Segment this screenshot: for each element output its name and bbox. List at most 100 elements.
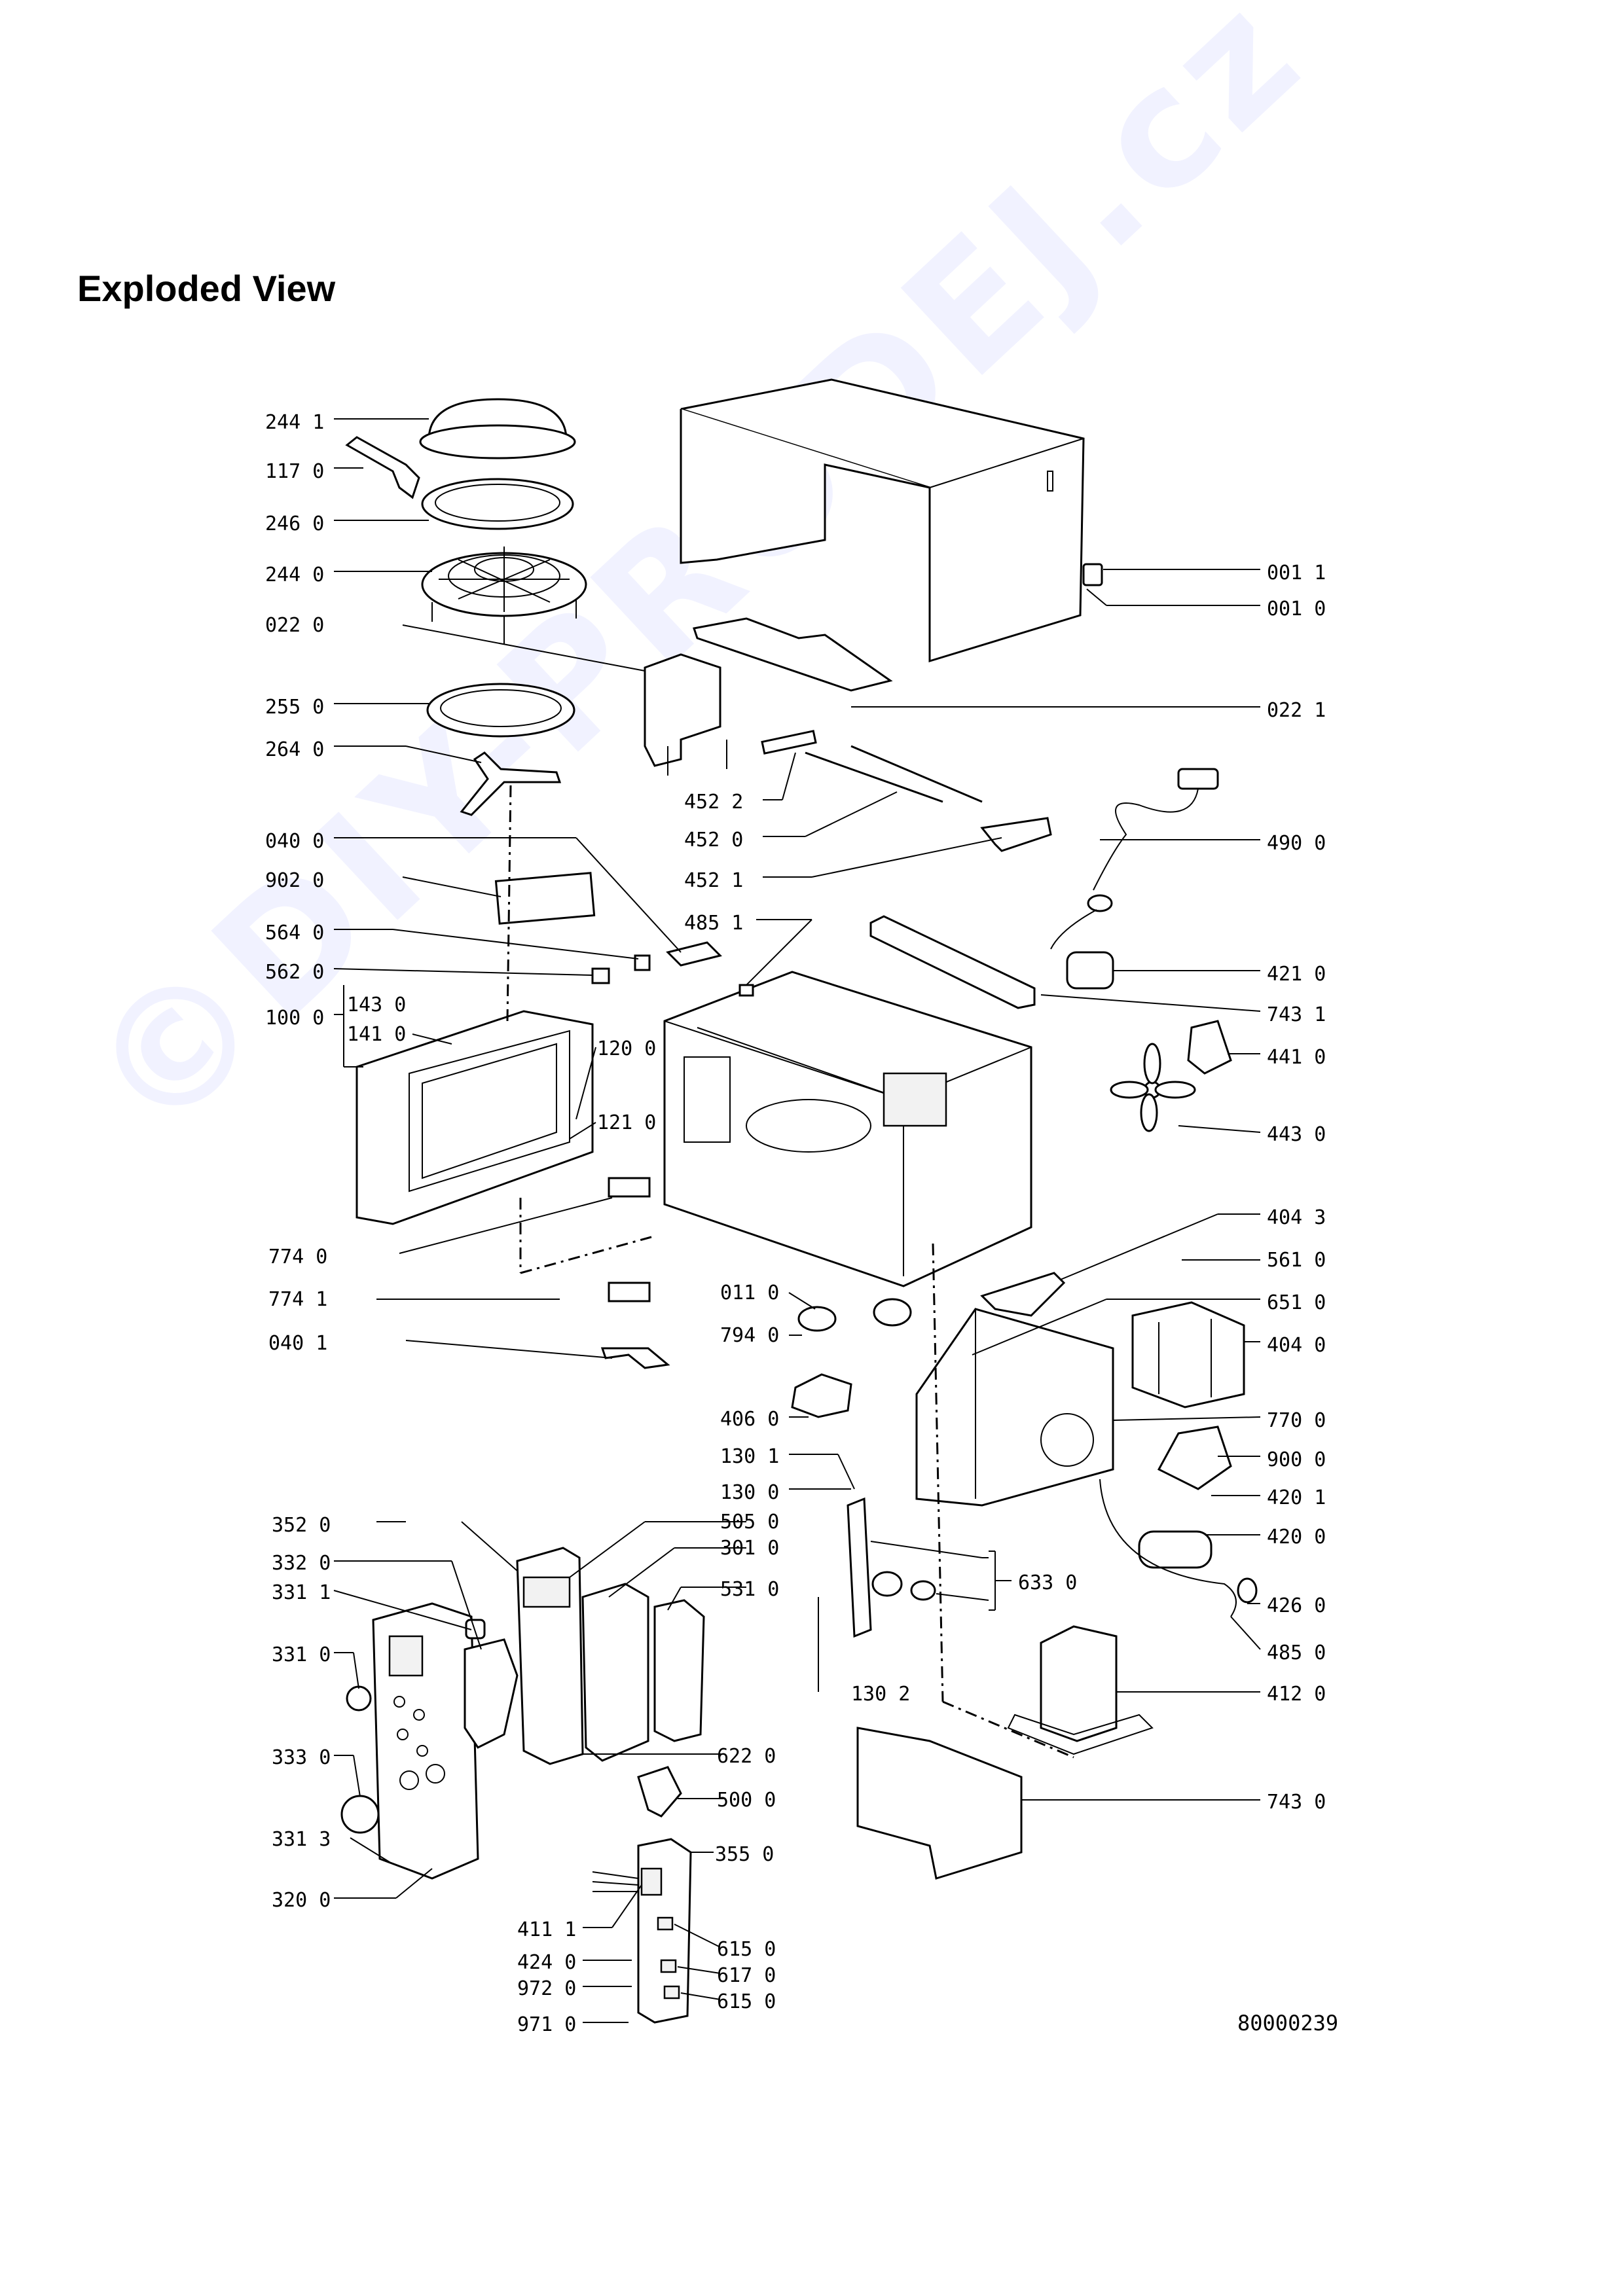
part-label: 333 0 [272,1746,331,1769]
part-fuse [1237,1577,1258,1604]
part-pcb-355 [592,1838,692,2024]
part-label: 355 0 [715,1843,774,1866]
part-bracket-900 [1157,1426,1232,1490]
part-drawings [340,378,1258,2024]
part-plate [421,478,574,530]
part-label: 561 0 [1267,1249,1326,1272]
part-label: 774 0 [268,1246,327,1268]
part-label: 490 0 [1267,832,1326,855]
part-shield-plate [494,872,596,925]
part-label: 426 0 [1267,1594,1326,1617]
part-label: 130 0 [720,1481,779,1504]
part-label: 743 1 [1267,1003,1326,1026]
part-hv-transformer [1007,1625,1154,1755]
part-power-cord [1050,768,1219,950]
part-knob-333-0 [340,1795,380,1834]
part-switch-562 [591,967,610,984]
part-label: 001 0 [1267,598,1326,620]
part-label: 130 1 [720,1445,779,1468]
part-bracket-301 [581,1583,649,1762]
part-label: 255 0 [265,696,324,719]
part-label: 622 0 [717,1745,776,1768]
part-roller [873,1298,912,1327]
part-switch-564 [634,954,651,971]
part-label: 331 1 [272,1581,331,1604]
part-label: 130 2 [851,1683,910,1706]
part-label: 971 0 [517,2013,576,2036]
part-control-panel [372,1602,479,1880]
part-membrane [637,1766,682,1818]
part-label: 404 0 [1267,1334,1326,1357]
part-cover-plate [644,617,893,776]
part-label: 615 0 [717,1990,776,2013]
part-label: 331 0 [272,1643,331,1666]
part-label: 424 0 [517,1951,576,1974]
part-label: 633 0 [1018,1571,1077,1594]
part-label: 264 0 [265,738,324,761]
part-label: 117 0 [265,460,324,483]
part-label: 770 0 [1267,1409,1326,1432]
part-bracket-404-3 [980,1272,1066,1317]
part-interlock-plate [847,1497,872,1638]
part-label: 420 0 [1267,1526,1326,1549]
part-door [356,1010,594,1225]
part-waveguide-bar [869,915,1036,1009]
part-label: 743 0 [1267,1791,1326,1814]
part-label: 485 1 [684,912,743,935]
part-label: 244 0 [265,564,324,586]
part-label: 972 0 [517,1977,576,2000]
part-transformer [1131,1301,1245,1408]
part-roller-support [460,751,562,816]
part-label: 485 0 [1267,1641,1326,1664]
part-label: 404 3 [1267,1206,1326,1229]
part-label: 246 0 [265,512,324,535]
part-diode-wire [1099,1479,1237,1617]
part-label: 244 1 [265,411,324,434]
part-motor [1066,951,1114,990]
part-capacitor [1138,1530,1213,1569]
part-label: 420 1 [1267,1486,1326,1509]
centerlines [506,785,1074,1759]
part-pcb-531 [653,1599,705,1742]
part-label: 794 0 [720,1324,779,1347]
part-fan [1110,1043,1196,1132]
part-label: 452 0 [684,829,743,852]
leader-lines [333,418,1261,2023]
part-label: 452 2 [684,791,743,814]
part-label: 406 0 [720,1408,779,1431]
part-label: 411 1 [517,1918,576,1941]
part-cavity [663,971,1032,1287]
part-bracket [1187,1020,1232,1075]
part-label: 011 0 [720,1282,779,1304]
part-label: 531 0 [720,1578,779,1601]
part-label: 022 1 [1267,699,1326,722]
part-label: 141 0 [347,1023,406,1046]
part-label: 505 0 [720,1511,779,1534]
part-label: 001 1 [1267,562,1326,584]
part-label: 022 0 [265,614,324,637]
part-label: 562 0 [265,961,324,984]
part-knob-331-0 [346,1685,372,1712]
part-back-cover [856,1727,1023,1880]
part-turntable-motor [791,1373,852,1418]
part-label: 500 0 [717,1789,776,1812]
part-label: 120 0 [597,1037,656,1060]
part-label: 040 1 [268,1332,327,1355]
part-handle [345,436,420,499]
part-label: 443 0 [1267,1123,1326,1146]
part-label: 121 0 [597,1111,656,1134]
part-button-331-1 [465,1619,486,1640]
part-label: 452 1 [684,869,743,892]
part-label: 441 0 [1267,1046,1326,1069]
part-lever-040 [666,941,722,967]
part-hinge-774-1 [608,1282,651,1302]
part-switch-633b [910,1580,936,1601]
part-label: 352 0 [272,1514,331,1537]
part-label: 651 0 [1267,1291,1326,1314]
part-label: 143 0 [347,994,406,1016]
part-label: 902 0 [265,869,324,892]
part-hinge-774-0 [608,1177,651,1198]
part-grill-rack [421,547,587,645]
part-label: 040 0 [265,830,324,853]
